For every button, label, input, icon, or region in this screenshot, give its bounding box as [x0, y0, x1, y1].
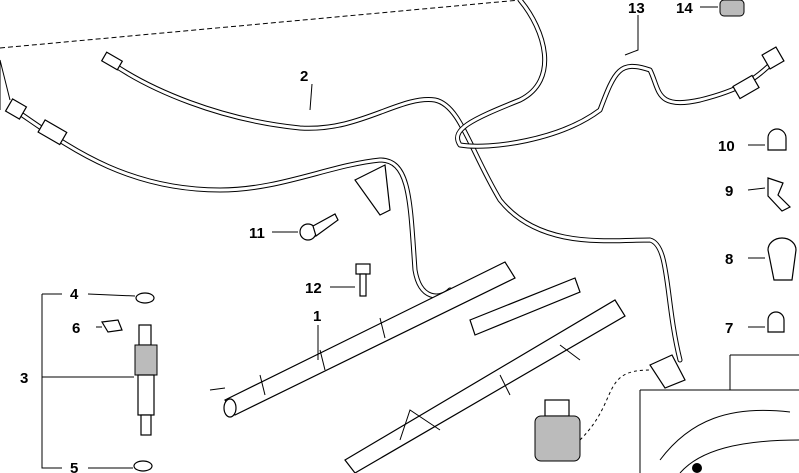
clamp-14: [719, 0, 745, 17]
reference-dashed-line: [0, 0, 521, 49]
bolt-12: [355, 263, 371, 297]
leader-lines: [41, 6, 766, 469]
clamp-10: [767, 128, 787, 151]
pressure-regulator: [534, 354, 686, 462]
fuel-rail-1: [209, 261, 516, 418]
callout-3: 3: [20, 370, 28, 387]
callout-13: 13: [628, 0, 645, 17]
callout-1: 1: [313, 308, 321, 325]
fuel-hose-2: [100, 51, 683, 363]
callout-7: 7: [725, 320, 733, 337]
callout-6: 6: [72, 320, 80, 337]
callout-8: 8: [725, 251, 733, 268]
callout-10: 10: [718, 138, 735, 155]
injector-3: [101, 292, 158, 472]
bolt-11: [299, 213, 339, 241]
callout-2: 2: [300, 68, 308, 85]
fuel-hose-13: [455, 0, 785, 149]
callout-5: 5: [70, 460, 78, 473]
fuel-rail-2: [344, 277, 626, 473]
clip-8: [767, 237, 797, 281]
vehicle-locator-inset: [639, 354, 799, 473]
callout-14: 14: [676, 0, 693, 17]
callout-11: 11: [249, 225, 265, 242]
fuel-hose-left: [4, 98, 453, 299]
callout-9: 9: [725, 183, 733, 200]
clip-7: [767, 311, 785, 333]
clip-9: [767, 177, 792, 212]
callout-4: 4: [70, 286, 79, 303]
callout-12: 12: [305, 280, 322, 297]
reference-line: [0, 59, 11, 110]
